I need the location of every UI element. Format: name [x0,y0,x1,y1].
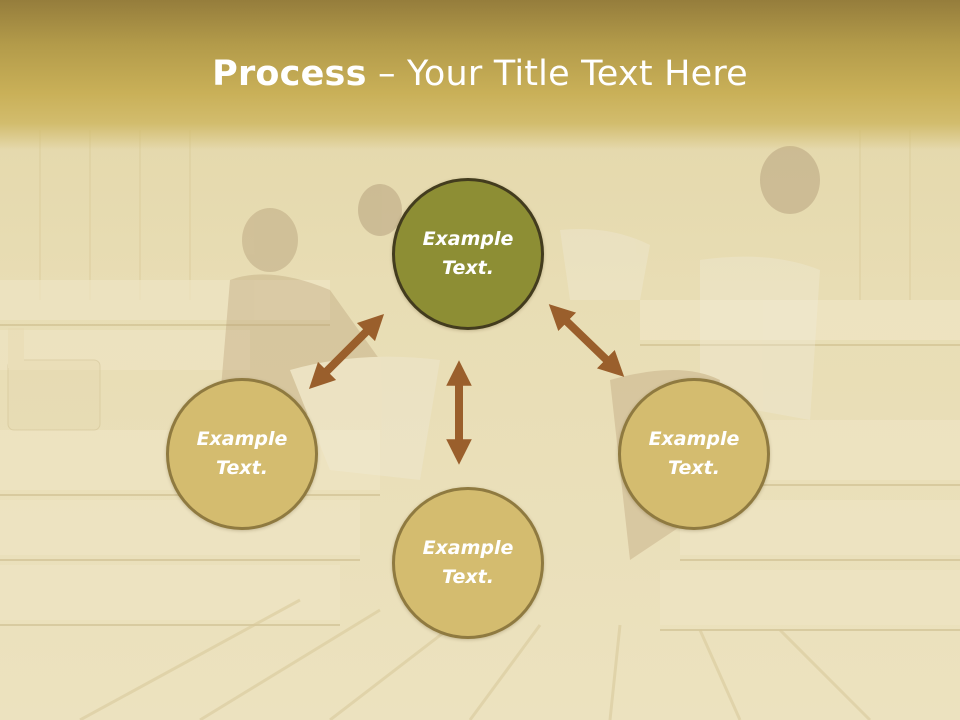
bottom-process-circle: Example Text. [392,487,544,639]
title-bold-text: Process [212,54,367,94]
center-process-circle: Example Text. [392,178,544,330]
right-process-circle: Example Text. [618,378,770,530]
right-circle-label: Example Text. [648,428,740,479]
center-circle-label: Example Text. [422,228,514,279]
left-process-circle: Example Text. [166,378,318,530]
header-band [0,0,960,150]
slide-title: Process – Your Title Text Here [0,52,960,96]
left-circle-label: Example Text. [196,428,288,479]
title-rest-text: – Your Title Text Here [366,54,748,94]
bottom-circle-label: Example Text. [422,537,514,588]
